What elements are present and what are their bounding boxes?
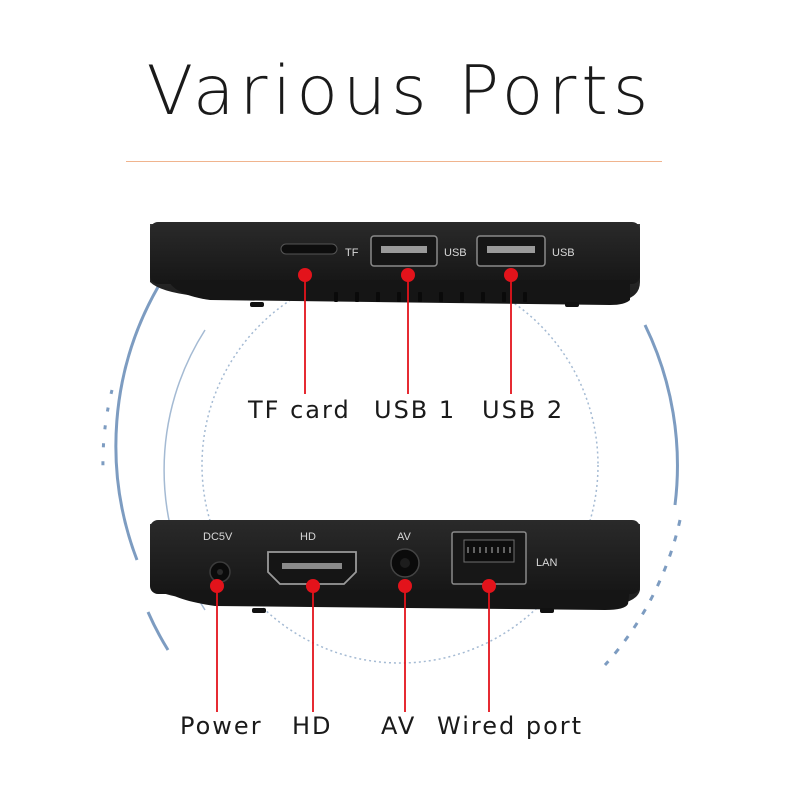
- foot-right: [565, 302, 579, 307]
- callout-usb2: USB 2: [482, 396, 565, 424]
- bottom-device: DC5V HD AV LAN: [150, 520, 640, 613]
- callout-hd: HD: [292, 712, 333, 740]
- callout-av: AV: [381, 712, 417, 740]
- bottom-pointers: [210, 579, 496, 712]
- hd-pointer-dot: [306, 579, 320, 593]
- callout-power: Power: [180, 712, 263, 740]
- callout-usb1: USB 1: [374, 396, 457, 424]
- title-divider: [126, 161, 662, 162]
- top-pointers: [298, 268, 518, 394]
- usb1-tongue: [381, 246, 427, 253]
- lan-pointer-dot: [482, 579, 496, 593]
- arc-right-outer: [643, 324, 679, 506]
- foot-left: [250, 302, 264, 307]
- arc-left-dashed: [101, 389, 114, 471]
- hd-port-label: HD: [300, 531, 316, 543]
- page-title: Various Ports: [146, 52, 654, 131]
- tf-pointer-dot: [298, 268, 312, 282]
- tf-port-label: TF: [345, 247, 359, 259]
- usb2-tongue: [487, 246, 535, 253]
- arc-left-low: [146, 611, 170, 651]
- arc-left-outer: [114, 286, 160, 561]
- top-device: TF USB USB: [150, 222, 640, 307]
- usb2-pointer-dot: [504, 268, 518, 282]
- dc-port-label: DC5V: [203, 531, 233, 543]
- arc-right-dashed: [603, 519, 682, 667]
- usb2-port-label: USB: [552, 247, 575, 259]
- dotted-ring: [201, 266, 599, 664]
- av-pointer-dot: [398, 579, 412, 593]
- hdmi-contacts: [282, 563, 342, 569]
- lan-port-label: LAN: [536, 557, 557, 569]
- power-pointer-dot: [210, 579, 224, 593]
- usb1-pointer-dot: [401, 268, 415, 282]
- foot-right-2: [540, 608, 554, 613]
- callout-wired-port: Wired port: [437, 712, 584, 740]
- usb1-port-label: USB: [444, 247, 467, 259]
- av-port-label: AV: [397, 531, 412, 543]
- tf-slot: [280, 243, 338, 255]
- vent-slots: [334, 292, 527, 302]
- callout-tf-card: TF card: [248, 396, 351, 424]
- bottom-device-underside: [165, 590, 630, 610]
- lan-pins: [467, 547, 511, 553]
- foot-left-2: [252, 608, 266, 613]
